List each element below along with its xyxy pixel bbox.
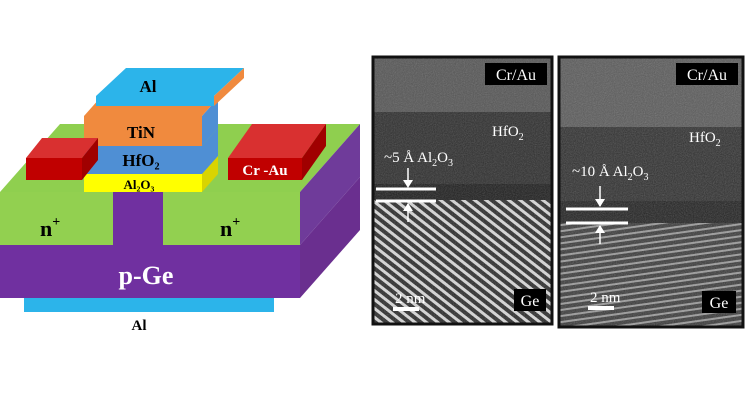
contact-right-side [302,124,326,180]
dielectric-side [202,128,218,174]
tem-right-top-tag: Cr/Au [687,67,727,84]
channel-region [113,192,163,245]
interlayer-side [202,156,218,192]
substrate-label: p-Ge [119,261,174,290]
gate-al-front [96,96,214,106]
tem-left-thickness-label: ~5 Å Al2O3 [384,150,453,169]
source-label: n+ [40,215,60,241]
tem-left-dielectric-label: HfO2 [492,124,524,143]
substrate-side-face [300,177,360,298]
gate-metal-side [202,98,218,146]
tem-left-scale: 2 nm [395,291,426,307]
contact-right-front [228,158,302,180]
dielectric-label: HfO₂ [122,151,159,170]
gate-al-top [96,68,244,96]
contact-right-top [228,124,326,158]
back-contact-layer [24,296,274,312]
tem-right-bottom-tag: Ge [710,295,729,312]
gate-metal-label: TiN [127,123,156,142]
interlayer-label: Al₂O₃ [124,177,155,192]
tem-right-dielectric-label: HfO2 [689,130,721,149]
gate-al-side [214,68,244,106]
tem-left-top-tag: Cr/Au [496,67,536,84]
contact-label: Cr -Au [242,163,287,179]
tem-image-right: Cr/Au HfO2 ~10 Å Al2O3 2 nm Ge [557,55,745,329]
nplus-side-face [300,124,360,245]
contact-left-side [82,138,98,180]
tem-right-scale: 2 nm [590,290,621,306]
contact-left-front [26,158,82,180]
back-contact-label: Al [132,318,147,334]
gate-al-label: Al [140,77,157,96]
gate-metal-front [84,116,202,146]
tem-left-bottom-tag: Ge [521,293,540,310]
tem-image-left: Cr/Au HfO2 ~5 Å Al2O3 2 nm Ge [371,55,554,326]
contact-left-top [26,138,98,158]
substrate-front-face [0,245,300,298]
interlayer-front [84,174,202,192]
drain-label: n+ [220,215,240,241]
dielectric-front [84,146,202,174]
mosfet-schematic: Al TiN HfO₂ Al₂O₃ Cr -Au n+ n+ p-Ge Al [0,68,360,334]
tem-right-thickness-label: ~10 Å Al2O3 [572,164,648,183]
